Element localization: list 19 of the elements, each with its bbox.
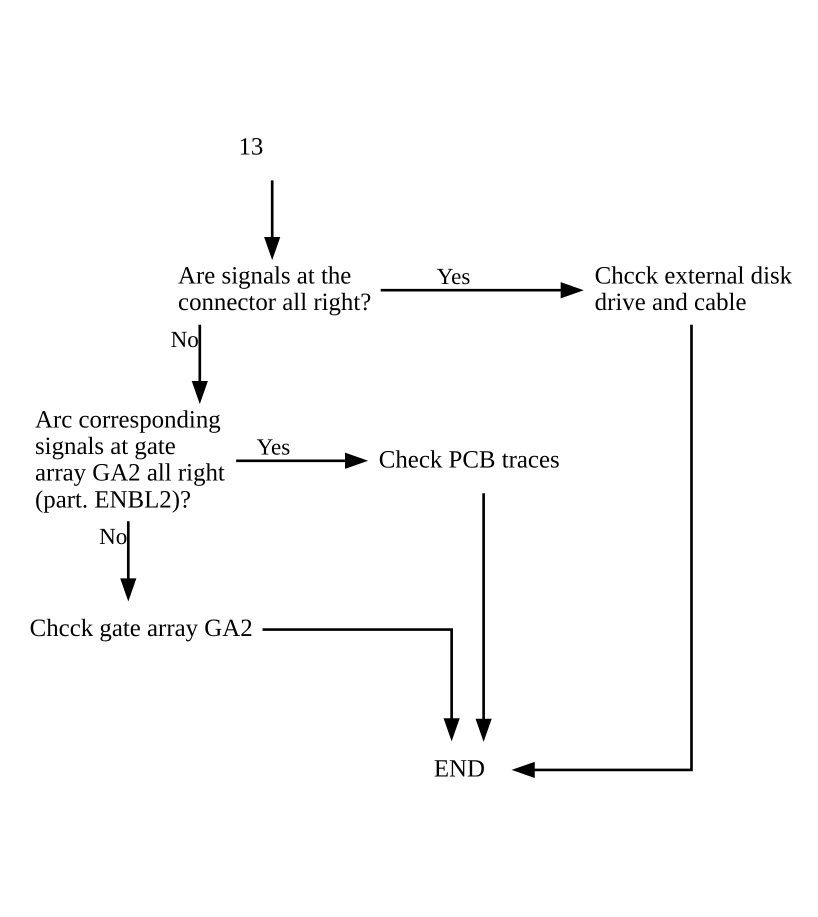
arrow: [264, 180, 280, 260]
node-text: Arc corresponding signals at gate array GA2 all right (part. ENBL2)?: [35, 406, 225, 513]
edge-label: No: [99, 522, 128, 549]
node-text: Chcck gate array GA2: [30, 614, 253, 642]
edge-label: Yes: [256, 432, 290, 459]
node-text: 13: [238, 133, 264, 160]
arrow: [120, 520, 136, 601]
arrow: [380, 282, 584, 298]
arrow: [476, 492, 492, 742]
node-text: END: [434, 754, 485, 782]
edge-label: No: [170, 326, 199, 352]
arrow: [512, 324, 693, 778]
node-text: Chcck external disk drive and cable: [594, 262, 792, 316]
node-text: Check PCB traces: [378, 446, 560, 473]
arrow: [236, 452, 368, 468]
edge-label: Yes: [436, 262, 470, 288]
node-text: Are signals at the connector all right?: [178, 262, 372, 316]
arrow: [262, 628, 460, 741]
arrow: [192, 324, 208, 404]
